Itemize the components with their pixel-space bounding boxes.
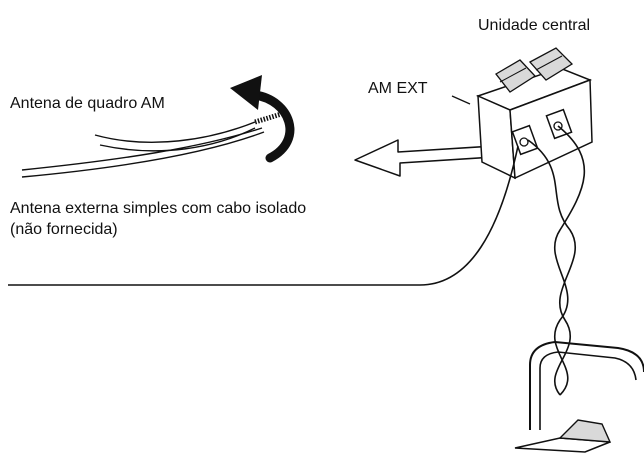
rotate-arrow-icon — [230, 75, 295, 163]
main-unit-label: Unidade central — [478, 17, 590, 34]
am-ext-label: AM EXT — [368, 80, 428, 97]
am-loop-antenna — [514, 340, 644, 453]
twisted-lead-wire — [527, 125, 586, 396]
external-lead-line — [8, 145, 519, 286]
am-ext-leader — [451, 95, 471, 105]
external-antenna-label-line1: Antena externa simples com cabo isolado — [10, 200, 306, 217]
external-antenna-label-line2: (não fornecida) — [10, 221, 118, 238]
loop-antenna-label: Antena de quadro AM — [10, 95, 165, 112]
external-antenna-wire — [21, 127, 265, 178]
terminal-block — [475, 47, 593, 180]
loop-antenna-wire — [94, 109, 289, 152]
